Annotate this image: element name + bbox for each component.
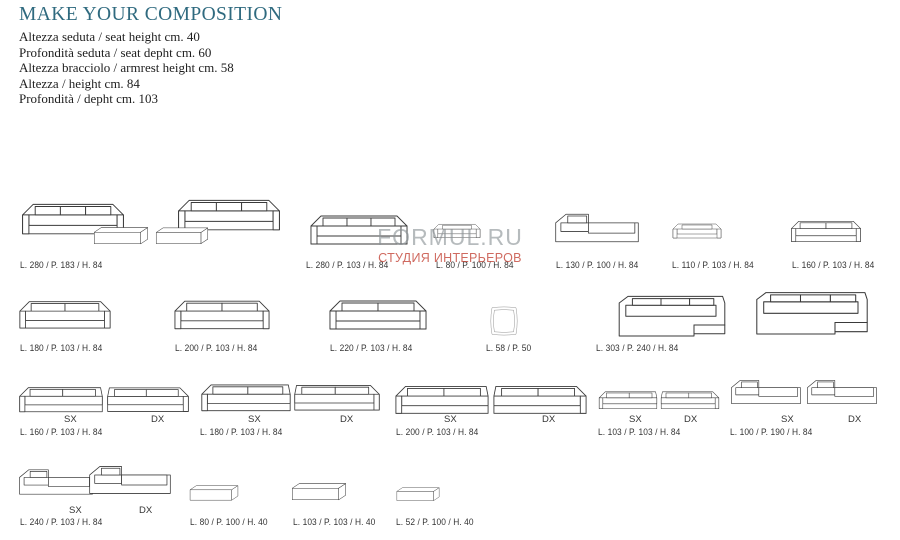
side-label-sx: SX (444, 414, 457, 425)
corner-240-dx (89, 466, 171, 494)
caption: L. 160 / P. 103 / H. 84 (792, 260, 875, 270)
sofa-180-dx (294, 385, 380, 411)
caption: L. 52 / P. 100 / H. 40 (396, 517, 474, 527)
ottoman-80-module (189, 485, 239, 501)
spec-height: Altezza / height cm. 84 (19, 75, 140, 91)
corner-sofa-right (756, 292, 868, 335)
caption: L. 80 / P. 100 / H. 84 (436, 260, 514, 270)
sofa-220-module (329, 300, 427, 330)
side-label-dx: DX (139, 505, 153, 516)
sofa-160-sx (19, 387, 103, 413)
caption: L. 180 / P. 103 / H. 84 (20, 343, 103, 353)
sofa-280-module (310, 215, 408, 245)
armchair-103-dx (660, 391, 720, 409)
caption: L. 303 / P. 240 / H. 84 (596, 343, 679, 353)
side-label-sx: SX (629, 414, 642, 425)
spec-seat-depth: Profondità seduta / seat depht cm. 60 (19, 44, 212, 60)
ottoman-103-module (292, 483, 346, 501)
caption: L. 103 / P. 103 / H. 84 (598, 427, 681, 437)
caption: L. 130 / P. 100 / H. 84 (556, 260, 639, 270)
sofa-180-sx (201, 384, 291, 412)
caption: L. 200 / P. 103 / H. 84 (175, 343, 258, 353)
page-title: MAKE YOUR COMPOSITION (19, 4, 283, 25)
chaise-130-module (555, 213, 639, 243)
chaise-100-dx (807, 380, 877, 404)
armchair-80-module (433, 224, 481, 238)
spec-list: Altezza seduta / seat height cm. 40 Prof… (19, 29, 234, 107)
composition-ottoman-left (94, 227, 148, 245)
caption: L. 103 / P. 103 / H. 40 (293, 517, 376, 527)
corner-sofa-left (618, 295, 726, 337)
spec-seat-height: Altezza seduta / seat height cm. 40 (19, 29, 200, 44)
side-label-sx: SX (248, 414, 261, 425)
sofa-180-module (19, 301, 111, 329)
spec-depth: Profondità / depht cm. 103 (19, 91, 159, 107)
side-label-dx: DX (340, 414, 354, 425)
side-label-dx: DX (684, 414, 698, 425)
armchair-103-sx (598, 391, 658, 409)
caption: L. 200 / P. 103 / H. 84 (396, 427, 479, 437)
caption: L. 100 / P. 190 / H. 84 (730, 427, 813, 437)
sofa-200-module (174, 300, 270, 330)
caption: L. 80 / P. 100 / H. 40 (190, 517, 268, 527)
caption: L. 160 / P. 103 / H. 84 (20, 427, 103, 437)
caption: L. 240 / P. 103 / H. 84 (20, 517, 103, 527)
sofa-200-sx (395, 386, 489, 414)
spec-armrest-height: Altezza bracciolo / armrest height cm. 5… (19, 60, 234, 76)
caption: L. 220 / P. 103 / H. 84 (330, 343, 413, 353)
side-label-sx: SX (64, 414, 77, 425)
corner-240-sx (19, 469, 93, 495)
composition-ottoman-right (155, 227, 209, 244)
side-label-dx: DX (848, 414, 862, 425)
chaise-100-sx (731, 380, 801, 404)
sofa-160-dx (107, 387, 189, 412)
caption: L. 110 / P. 103 / H. 84 (672, 260, 754, 270)
caption: L. 280 / P. 103 / H. 84 (306, 260, 389, 270)
side-label-dx: DX (542, 414, 556, 425)
sofa-160-module (791, 221, 861, 242)
cushion-module (490, 306, 518, 336)
armchair-110-module (672, 223, 722, 239)
side-label-sx: SX (781, 414, 794, 425)
caption: L. 280 / P. 183 / H. 84 (20, 260, 103, 270)
side-label-sx: SX (69, 505, 82, 516)
sofa-200-dx (493, 386, 587, 414)
caption: L. 180 / P. 103 / H. 84 (200, 427, 283, 437)
ottoman-52-module (396, 487, 440, 501)
side-label-dx: DX (151, 414, 165, 425)
caption: L. 58 / P. 50 (486, 343, 532, 353)
